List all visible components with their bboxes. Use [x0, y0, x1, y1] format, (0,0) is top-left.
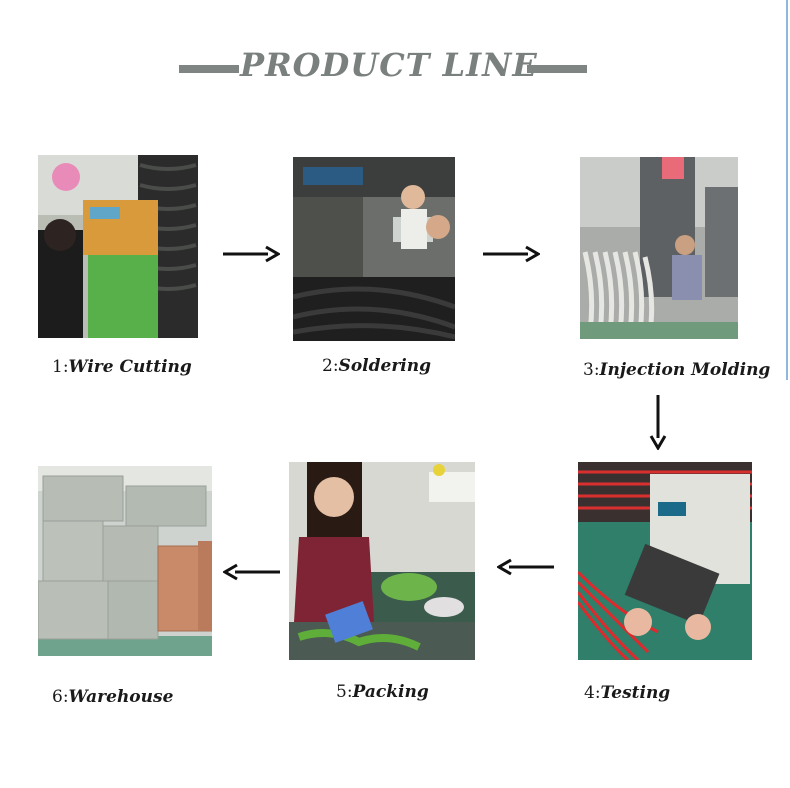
step-2-label: 2:Soldering: [322, 356, 431, 376]
packing-photo: [289, 462, 475, 660]
step-5-label: 5:Packing: [336, 682, 429, 702]
step-1-label: 1:Wire Cutting: [52, 357, 192, 377]
arrow-left-icon: [223, 563, 280, 581]
title-banner: PRODUCT LINE: [0, 44, 790, 94]
warehouse-photo: [38, 466, 212, 656]
testing-photo: [578, 462, 752, 660]
wire-cutting-photo: [38, 155, 198, 338]
page-title: PRODUCT LINE: [240, 46, 538, 84]
right-edge-line: [786, 0, 788, 380]
soldering-photo: [293, 157, 455, 341]
step-4-label: 4:Testing: [584, 683, 671, 703]
arrow-left-icon: [497, 558, 554, 576]
arrow-right-icon: [483, 245, 540, 263]
step-6-label: 6:Warehouse: [52, 687, 174, 707]
step-3-label: 3:Injection Molding: [583, 360, 771, 380]
title-bar-right: [527, 65, 587, 73]
arrow-down-icon: [649, 395, 667, 450]
arrow-right-icon: [223, 245, 280, 263]
title-bar-left: [179, 65, 239, 73]
injection-molding-photo: [580, 157, 738, 339]
